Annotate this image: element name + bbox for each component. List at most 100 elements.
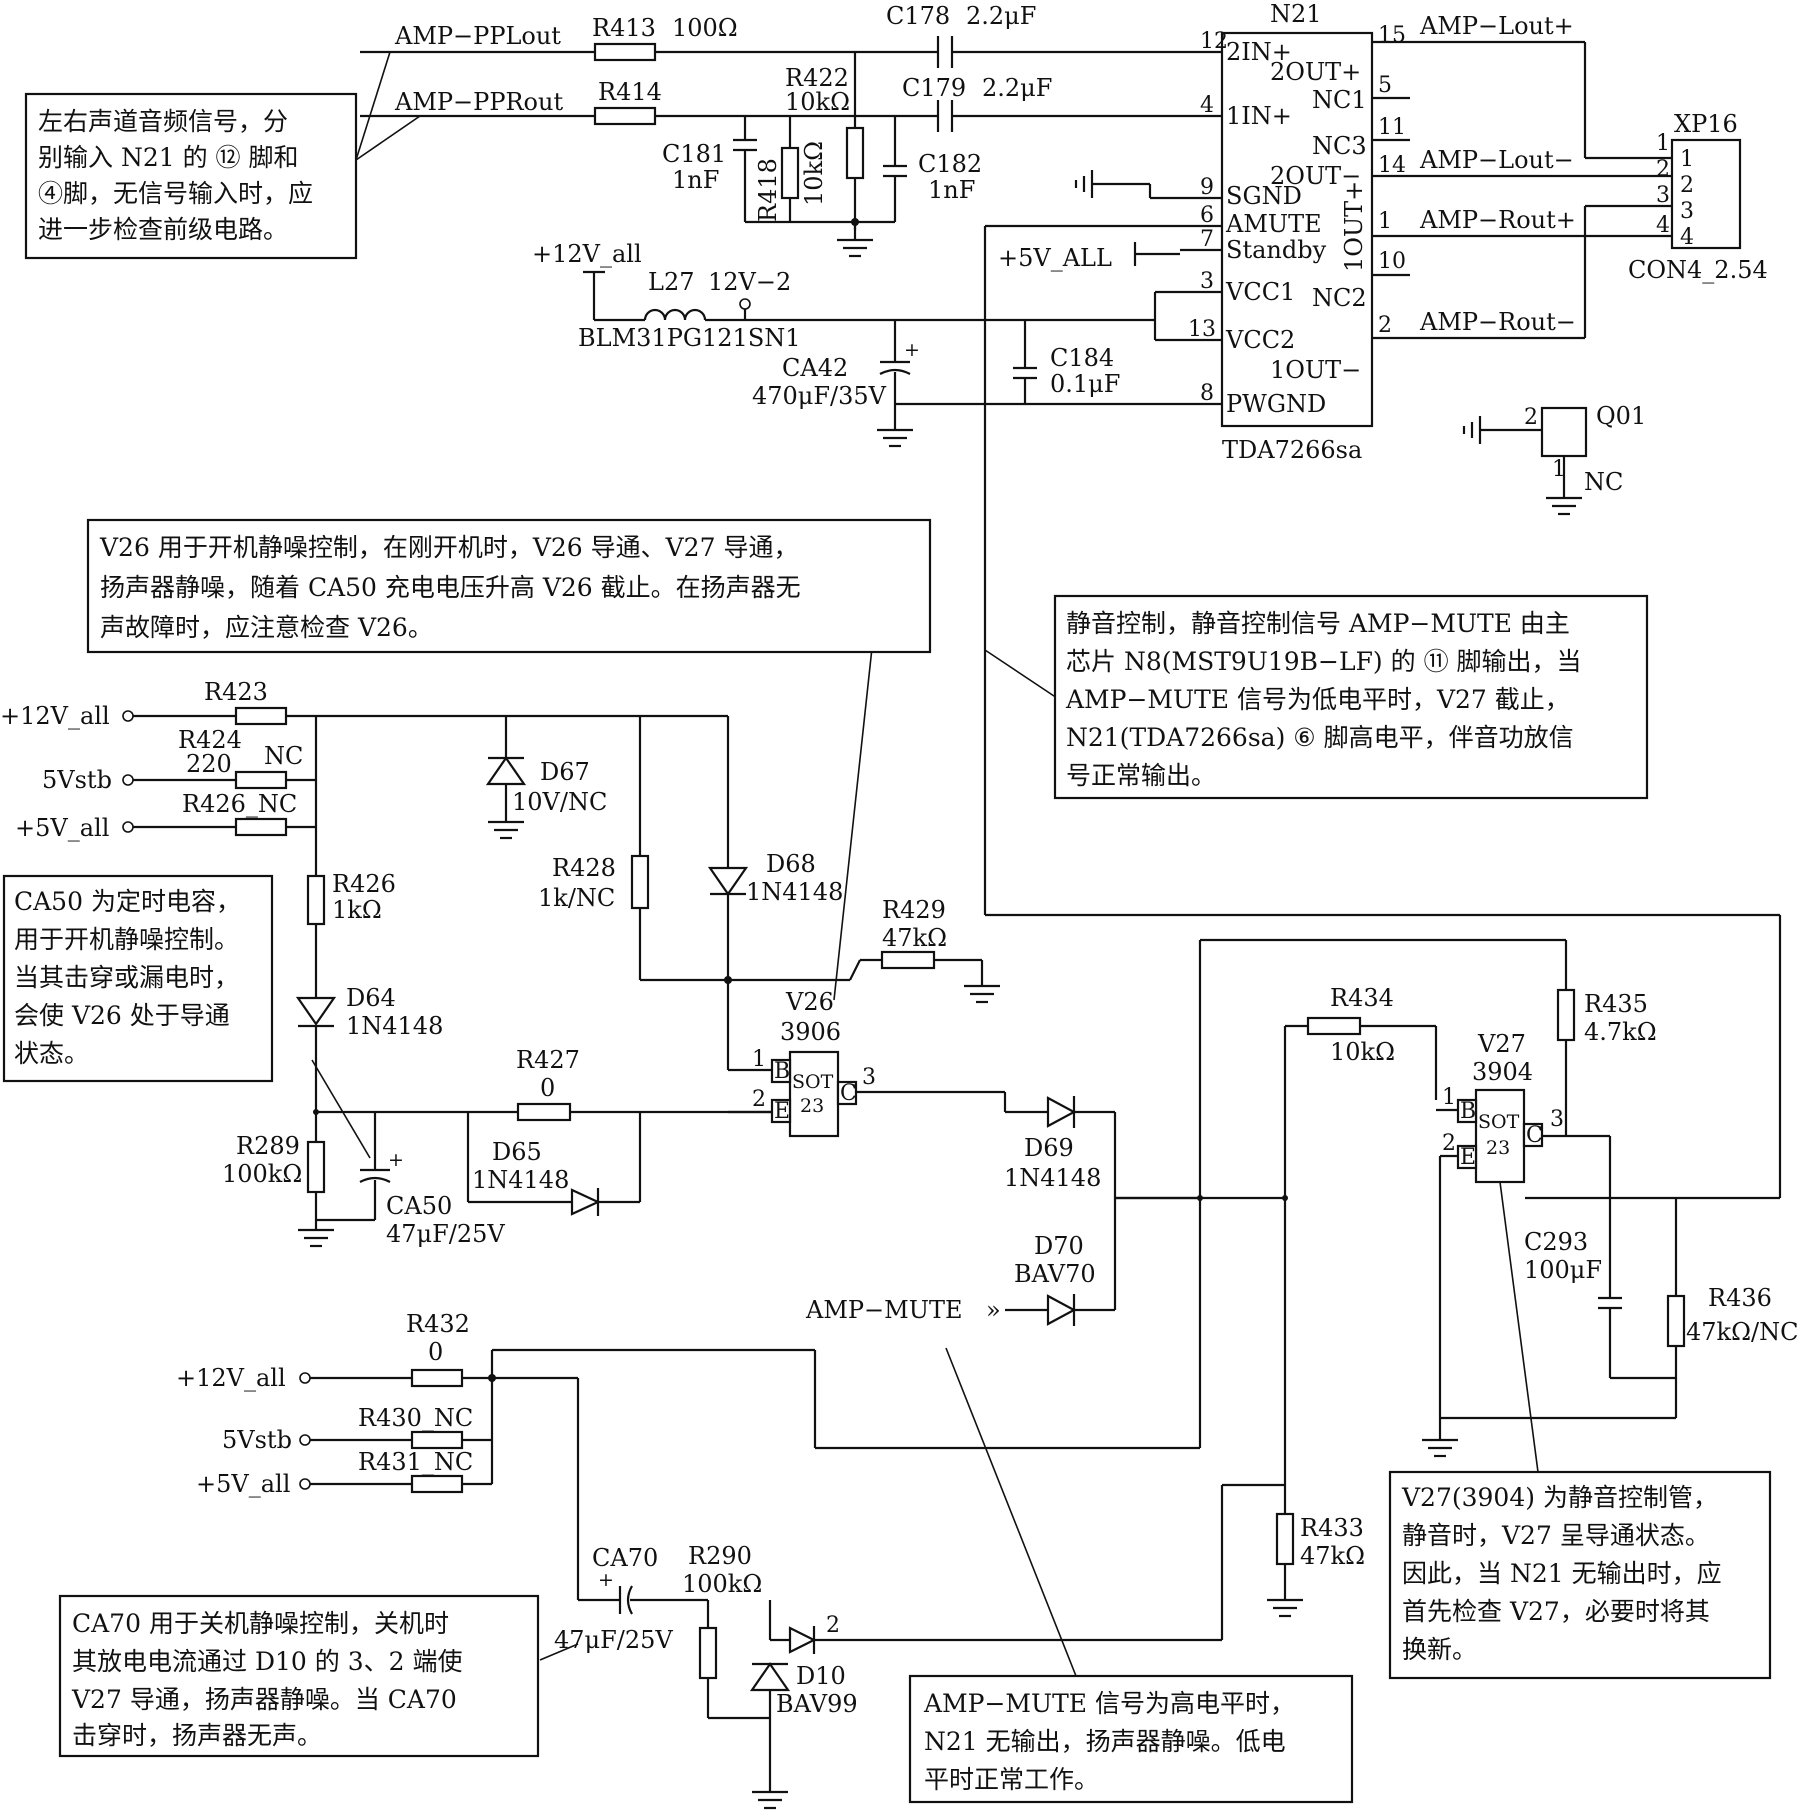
v26-c: C — [840, 1081, 857, 1106]
v27-part: 3904 — [1472, 1058, 1533, 1086]
v26-b: B — [774, 1059, 790, 1084]
l27-ref: L27 — [648, 268, 694, 296]
ca50-plus: + — [388, 1149, 404, 1171]
pin-vcc2: VCC2 — [1225, 326, 1295, 354]
pin-out1n: 1OUT− — [1270, 356, 1361, 384]
r422-ref: R422 — [785, 64, 849, 92]
r424-val: 220 — [186, 750, 232, 778]
r429-val: 47kΩ — [882, 924, 947, 952]
c179-val: 2.2μF — [982, 74, 1052, 102]
ic-part: TDA7266sa — [1222, 436, 1362, 464]
d67-val: 10V/NC — [512, 788, 607, 816]
v27-ref: V27 — [1477, 1030, 1526, 1058]
r413-val: 100Ω — [672, 14, 738, 42]
note-line: 会使 V26 处于导通 — [14, 1001, 230, 1030]
conn-pin-label: 3 — [1680, 199, 1694, 224]
note-v27 — [1388, 1470, 1772, 1680]
d68-val: 1N4148 — [746, 878, 843, 906]
r429-ref: R429 — [882, 896, 946, 924]
note-line: 用于开机静噪控制。 — [14, 925, 239, 954]
r423-ref: R423 — [204, 678, 268, 706]
net-v5all-a: +5V_all — [15, 814, 109, 842]
conn-pin-label: 1 — [1680, 147, 1694, 172]
conn-pin-num: 2 — [1656, 157, 1670, 182]
note-line: 静音控制，静音控制信号 AMP−MUTE 由主 — [1066, 609, 1570, 638]
c184-ref: C184 — [1050, 344, 1114, 372]
note-line: 芯片 N8(MST9U19B−LF) 的 ⑪ 脚输出，当 — [1066, 647, 1582, 676]
v27-e: E — [1460, 1145, 1476, 1170]
conn-pin-num: 1 — [1656, 131, 1670, 156]
r422-val: 10kΩ — [785, 88, 850, 116]
conn-pin-num: 3 — [1656, 183, 1670, 208]
v27-p3: 3 — [1550, 1107, 1564, 1132]
pin-6: 6 — [1200, 203, 1214, 228]
note-ca50 — [2, 874, 274, 1083]
pin-nc3: NC3 — [1312, 132, 1367, 160]
r424-ref: R424 — [178, 726, 242, 754]
v26-p3: 3 — [862, 1065, 876, 1090]
pin-amute: AMUTE — [1225, 210, 1322, 238]
note-line: 声故障时，应注意检查 V26。 — [100, 613, 433, 642]
d70-val: BAV70 — [1014, 1260, 1096, 1288]
note-line: 扬声器静噪，随着 CA50 充电电压升高 V26 截止。在扬声器无 — [100, 573, 801, 602]
pin-nc2: NC2 — [1312, 284, 1367, 312]
r427-ref: R427 — [516, 1046, 580, 1074]
r436-ref: R436 — [1708, 1284, 1772, 1312]
r290-val: 100kΩ — [682, 1570, 762, 1598]
r424-nc: NC — [264, 742, 303, 770]
d69-val: 1N4148 — [1004, 1164, 1101, 1192]
d64-ref: D64 — [346, 984, 396, 1012]
pin-4: 4 — [1200, 93, 1214, 118]
ca70-plus: + — [598, 1569, 614, 1591]
note-line: 平时正常工作。 — [924, 1765, 1099, 1794]
v27-c: C — [1526, 1123, 1543, 1148]
q01-nc: NC — [1584, 468, 1623, 496]
d64-val: 1N4148 — [346, 1012, 443, 1040]
d69-ref: D69 — [1024, 1134, 1074, 1162]
v26-part: 3906 — [780, 1018, 841, 1046]
r432-val: 0 — [428, 1338, 443, 1366]
pin-11: 11 — [1378, 115, 1406, 140]
r434-ref: R434 — [1330, 984, 1394, 1012]
r431-ref: R431_NC — [358, 1448, 473, 1476]
pin-out1p: 1OUT+ — [1340, 181, 1368, 272]
r426-val: 1kΩ — [332, 896, 382, 924]
net-v12b: +12V_all — [176, 1364, 286, 1392]
q01-pin1: 1 — [1552, 457, 1566, 482]
note-line: 击穿时，扬声器无声。 — [72, 1721, 322, 1750]
connector-xp16 — [1670, 138, 1742, 250]
r413-ref: R413 — [592, 14, 656, 42]
d67-ref: D67 — [540, 758, 590, 786]
note-line: 别输入 N21 的 ⑫ 脚和 — [38, 143, 298, 172]
v27-p2: 2 — [1442, 1131, 1456, 1156]
pin-vcc1: VCC1 — [1225, 278, 1295, 306]
note-line: V26 用于开机静噪控制，在刚开机时，V26 导通、V27 导通， — [99, 533, 798, 562]
net-v5stb-a: 5Vstb — [42, 766, 112, 794]
conn-pin-label: 2 — [1680, 173, 1694, 198]
ca70-ref: CA70 — [592, 1544, 658, 1572]
conn-part: CON4_2.54 — [1628, 256, 1768, 284]
note-line: CA70 用于关机静噪控制，关机时 — [72, 1609, 449, 1638]
r430-ref: R430_NC — [358, 1404, 473, 1432]
ca70-section: +12V_all 5Vstb +5V_all R432 0 R430_NC R4… — [176, 1195, 1222, 1810]
d10-pin: 2 — [826, 1613, 840, 1638]
note-line: 换新。 — [1402, 1635, 1477, 1664]
pin-9: 9 — [1200, 175, 1214, 200]
c293-ref: C293 — [1524, 1228, 1588, 1256]
d65-ref: D65 — [492, 1138, 542, 1166]
net-v5stb-b: 5Vstb — [222, 1426, 292, 1454]
net-in-r: AMP−PPRout — [394, 88, 563, 116]
note-line: AMP−MUTE 信号为低电平时，V27 截止， — [1065, 685, 1570, 714]
note-line: 当其击穿或漏电时， — [14, 963, 239, 992]
v26-e: E — [774, 1099, 790, 1124]
pin-12: 12 — [1200, 29, 1228, 54]
pin-pwgnd: PWGND — [1226, 390, 1326, 418]
pin-2: 2 — [1378, 313, 1392, 338]
pin-nc1: NC1 — [1312, 86, 1367, 114]
d10-ref: D10 — [796, 1662, 846, 1690]
note-line: AMP−MUTE 信号为高电平时， — [923, 1689, 1295, 1718]
v27-pkg1: SOT — [1478, 1111, 1520, 1133]
pin-5: 5 — [1378, 73, 1392, 98]
r435-val: 4.7kΩ — [1584, 1018, 1657, 1046]
